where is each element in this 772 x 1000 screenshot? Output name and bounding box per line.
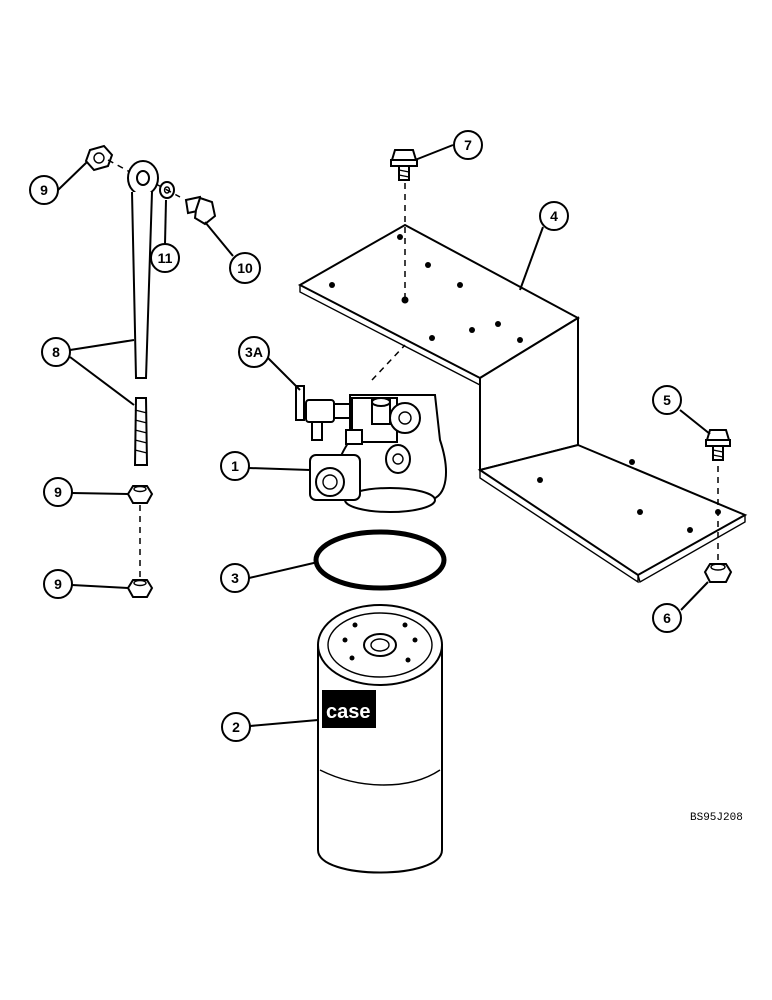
svg-text:2: 2 — [232, 719, 240, 735]
rod-8 — [127, 160, 159, 466]
callout-11: 11 — [150, 243, 180, 273]
leader-9-low — [71, 584, 129, 589]
svg-text:7: 7 — [464, 137, 472, 153]
bolt-10 — [184, 195, 217, 226]
head-to-bracket-centerline — [371, 344, 406, 381]
leader-1 — [248, 467, 311, 471]
o-ring-3 — [313, 529, 447, 591]
leader-2 — [249, 719, 319, 727]
leader-10 — [204, 221, 234, 257]
callout-9-top: 9 — [29, 175, 59, 205]
svg-text:10: 10 — [237, 260, 253, 276]
svg-text:9: 9 — [40, 182, 48, 198]
callout-7: 7 — [453, 130, 483, 160]
leader-9-mid — [71, 492, 129, 495]
leader-3a — [266, 356, 301, 391]
svg-text:9: 9 — [54, 576, 62, 592]
leader-3 — [248, 561, 319, 579]
leader-8a — [69, 339, 135, 351]
callout-9-lower: 9 — [43, 569, 73, 599]
svg-text:9: 9 — [54, 484, 62, 500]
bolt-5 — [705, 429, 731, 461]
leader-8b — [69, 356, 135, 406]
callout-2: 2 — [221, 712, 251, 742]
bracket-holes — [329, 234, 721, 533]
callout-3: 3 — [220, 563, 250, 593]
svg-text:4: 4 — [550, 208, 558, 224]
svg-text:5: 5 — [663, 392, 671, 408]
nut-9-top-axis — [107, 159, 131, 173]
svg-text:8: 8 — [52, 344, 60, 360]
leader-4 — [519, 226, 544, 291]
callout-9-middle: 9 — [43, 477, 73, 507]
filter-brand-text: case — [326, 701, 371, 723]
nut-9-lower — [126, 579, 154, 598]
bolt-7 — [390, 149, 418, 181]
reference-code: BS95J208 — [690, 812, 743, 824]
svg-text:3: 3 — [231, 570, 239, 586]
leader-9-top — [57, 161, 88, 191]
svg-text:6: 6 — [663, 610, 671, 626]
svg-text:11: 11 — [158, 250, 173, 266]
leader-5 — [679, 409, 711, 435]
nut-6 — [703, 563, 733, 583]
callout-10: 10 — [229, 252, 261, 284]
svg-text:3A: 3A — [245, 344, 263, 360]
callout-5: 5 — [652, 385, 682, 415]
callout-8: 8 — [41, 337, 71, 367]
leader-6 — [680, 581, 709, 611]
mounting-bracket — [297, 223, 748, 584]
filter-head-1 — [309, 394, 447, 513]
callout-3a: 3A — [238, 336, 270, 368]
nut-9-top — [84, 144, 114, 172]
filter-element-2: case — [317, 604, 443, 874]
nut-9-middle — [126, 485, 154, 504]
drain-valve-3a — [295, 385, 351, 441]
filter-brand-label — [322, 690, 376, 728]
leader-7 — [414, 144, 454, 161]
callout-4: 4 — [539, 201, 569, 231]
leader-11 — [164, 199, 167, 245]
callout-6: 6 — [652, 603, 682, 633]
bolt-10-axis — [155, 183, 181, 198]
svg-text:1: 1 — [231, 458, 239, 474]
callout-1: 1 — [220, 451, 250, 481]
